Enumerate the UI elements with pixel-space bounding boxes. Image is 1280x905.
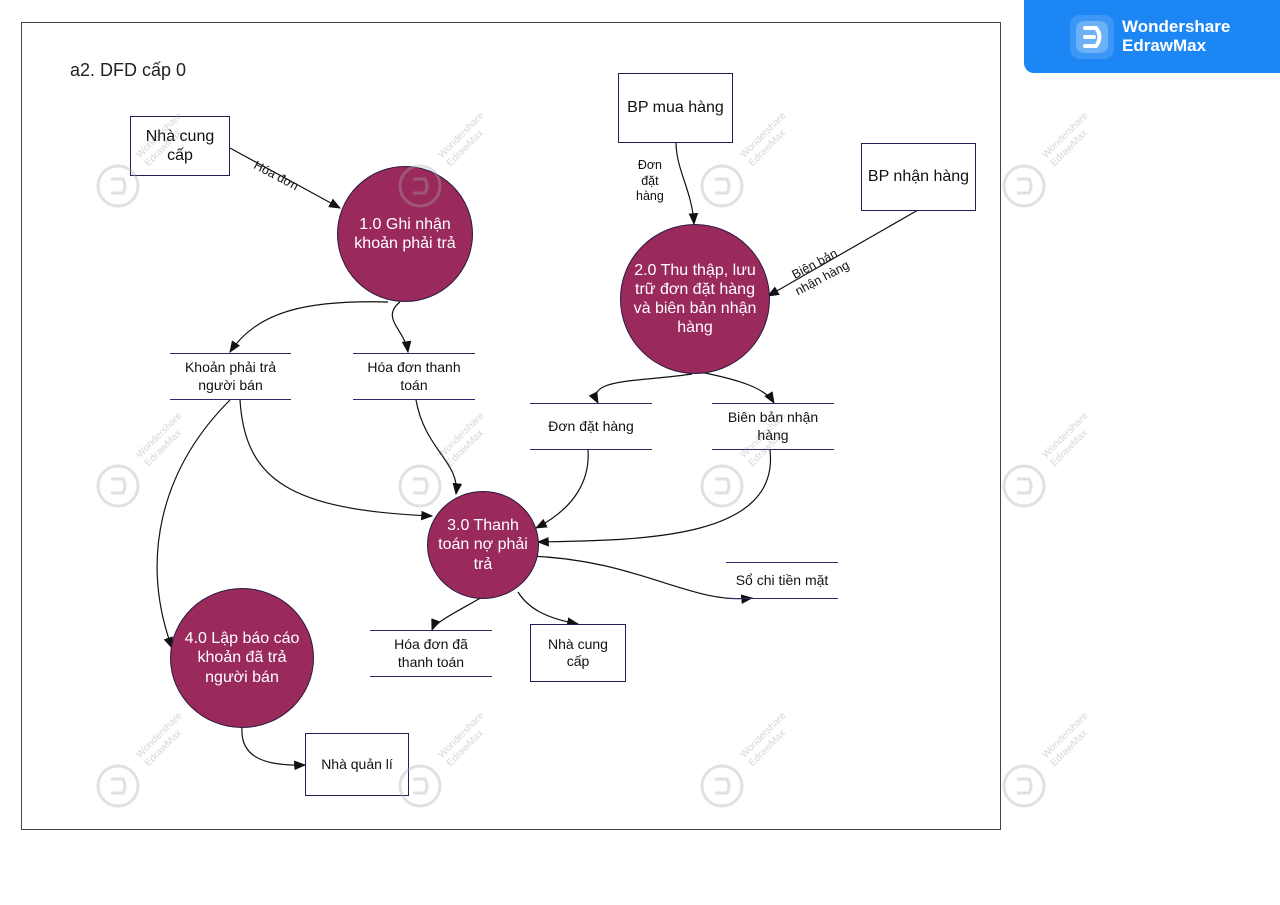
store-payables: Khoản phải trả người bán <box>170 353 291 400</box>
flow-receipt-to-p3 <box>536 449 771 547</box>
flow-p2-to-order <box>588 373 693 405</box>
flow-receipt-to-p2 <box>766 209 919 297</box>
process-3: 3.0 Thanh toán nợ phải trả <box>427 491 539 599</box>
flow-payables-to-p3 <box>239 399 434 521</box>
entity-manager: Nhà quản lí <box>305 733 409 796</box>
entity-supplier-bottom: Nhà cung cấp <box>530 624 626 682</box>
label-order: Đơn đặt hàng <box>636 158 664 204</box>
flow-p1-to-payment-invoice <box>391 301 412 354</box>
diagram-title: a2. DFD cấp 0 <box>70 60 187 80</box>
store-paid-invoice: Hóa đơn đã thanh toán <box>370 630 492 677</box>
flow-payables-to-p4 <box>156 399 231 650</box>
flow-order-to-p2 <box>675 141 699 226</box>
brand-badge[interactable]: Wondershare EdrawMax <box>1024 0 1280 73</box>
flow-p1-to-payables <box>229 301 389 353</box>
diagram-frame <box>21 22 1001 830</box>
flow-payment-invoice-to-p3 <box>415 399 463 496</box>
flow-p2-to-receipt <box>699 371 775 405</box>
edrawmax-logo-icon <box>1070 14 1114 59</box>
brand-name: Wondershare EdrawMax <box>1122 16 1231 55</box>
process-2: 2.0 Thu thập, lưu trữ đơn đặt hàng và bi… <box>620 224 770 374</box>
store-cash-book: Sổ chi tiền mặt <box>726 562 838 599</box>
store-payment-invoice: Hóa đơn thanh toán <box>353 353 475 400</box>
entity-purchasing: BP mua hàng <box>618 73 733 143</box>
entity-receiving: BP nhận hàng <box>861 143 976 211</box>
flow-p3-to-paid-invoice <box>431 595 485 632</box>
flow-invoice-to-p1 <box>229 147 342 209</box>
process-4: 4.0 Lập báo cáo khoản đã trả người bán <box>170 588 314 728</box>
flow-p3-to-cash-book <box>529 555 754 604</box>
store-receiving-report: Biên bản nhận hàng <box>712 403 834 450</box>
flow-p4-to-manager <box>241 727 307 771</box>
flow-p3-to-supplier <box>517 591 580 627</box>
entity-supplier-top: Nhà cung cấp <box>130 116 230 176</box>
flow-order-to-p3 <box>534 449 589 529</box>
process-1: 1.0 Ghi nhận khoản phải trả <box>337 166 473 302</box>
store-purchase-order: Đơn đặt hàng <box>530 403 652 450</box>
